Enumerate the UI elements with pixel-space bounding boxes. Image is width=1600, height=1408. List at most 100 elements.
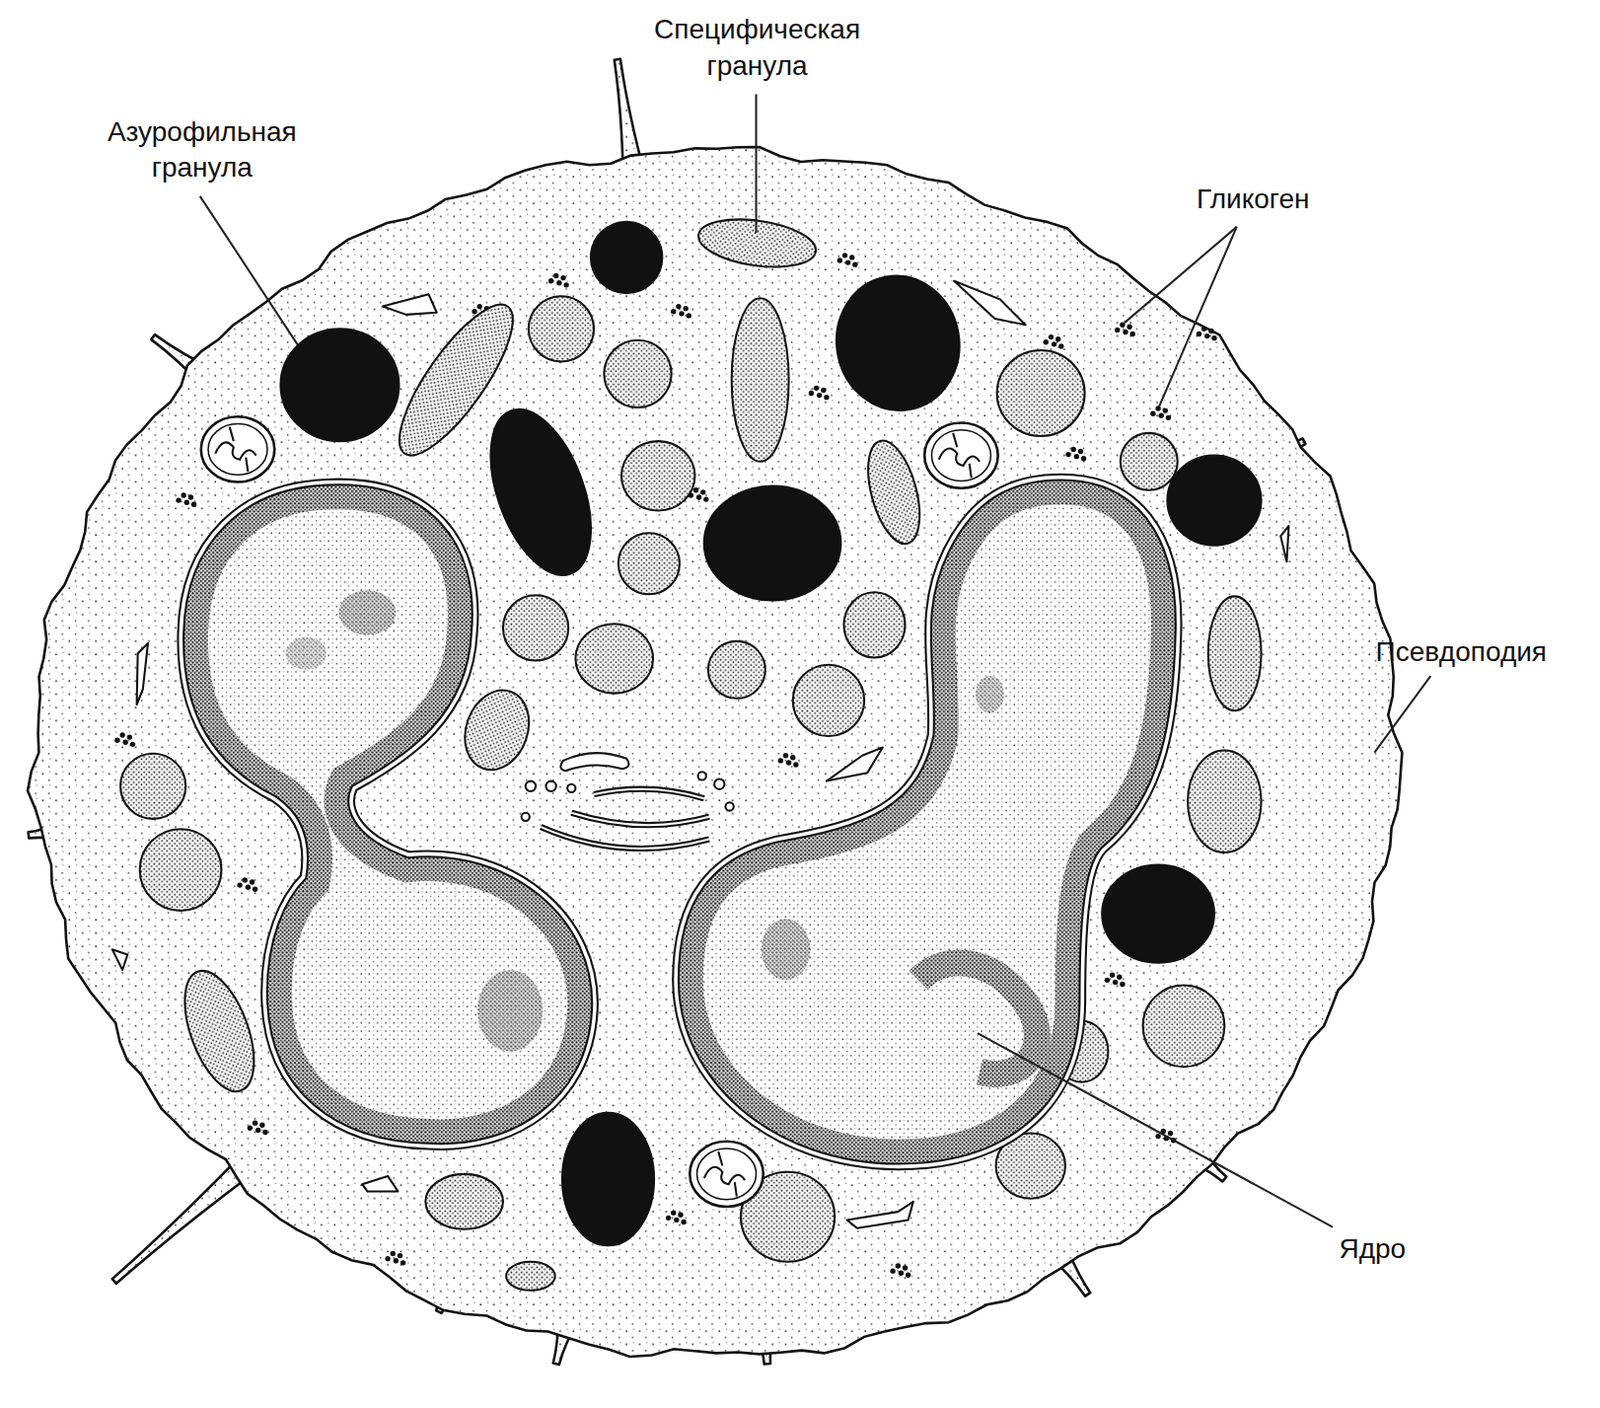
nucleus-lobe-right: [678, 479, 1176, 1164]
mitochondrion: [201, 416, 275, 482]
specific-granule: [503, 594, 569, 660]
glycogen-particle: [895, 1262, 901, 1268]
part-label: Псевдоподия: [1376, 634, 1547, 670]
glycogen-particle: [703, 496, 709, 502]
glycogen-particle: [813, 385, 819, 391]
specific-granule: [1143, 984, 1226, 1067]
specific-granule: [453, 680, 540, 779]
glycogen-particle: [130, 741, 136, 747]
glycogen-particle: [184, 500, 190, 506]
specific-granule: [603, 340, 671, 408]
glycogen-particle: [670, 308, 676, 314]
mitochondrion-cristae: [215, 427, 256, 473]
glycogen-particle: [808, 390, 814, 396]
vesicle: [953, 281, 1025, 325]
part-label: Гликоген: [1196, 181, 1310, 218]
specific-granule: [170, 961, 268, 1100]
glycogen-particle: [778, 757, 784, 763]
mitochondrion: [931, 430, 991, 482]
glycogen-particle: [390, 1250, 396, 1256]
glycogen-particle: [786, 759, 792, 765]
glycogen-particle: [889, 1267, 895, 1273]
glycogen-particle: [1078, 448, 1084, 454]
glycogen-particle: [188, 494, 194, 500]
glycogen-particle: [845, 259, 851, 265]
glycogen-particle: [1119, 322, 1125, 328]
glycogen-particle: [1167, 1130, 1173, 1136]
vesicle: [112, 948, 129, 970]
glycogen-particle: [1051, 341, 1057, 347]
glycogen-particle: [1109, 971, 1115, 977]
glycogen-particle: [393, 1257, 399, 1263]
specific-granule: [1187, 750, 1261, 853]
specific-granule: [621, 440, 695, 510]
mitochondrion: [924, 423, 998, 489]
glycogen-particle: [556, 280, 562, 286]
glycogen-particle: [119, 731, 125, 737]
glycogen-particle: [837, 257, 843, 263]
specific-granule: [843, 591, 905, 657]
specific-granule: [731, 297, 790, 462]
glycogen-particle: [563, 282, 569, 288]
glycogen-particle: [1043, 339, 1049, 345]
glycogen-particle: [902, 1264, 908, 1270]
glycogen-particle: [127, 733, 133, 739]
glycogen-particle: [898, 1270, 904, 1276]
glycogen-particle: [677, 1212, 683, 1218]
glycogen-particle: [262, 1129, 268, 1135]
glycogen-particle: [255, 1127, 261, 1133]
glycogen-particle: [560, 275, 566, 281]
glycogen-particle: [114, 737, 120, 743]
glycogen-particle: [1074, 453, 1080, 459]
glycogen-particle: [259, 1122, 265, 1128]
specific-granule: [528, 295, 594, 362]
glycogen-particle: [682, 305, 688, 311]
nucleus-lobe-left: [183, 484, 592, 1144]
glycogen-particle: [1116, 974, 1122, 980]
glycogen-particle: [665, 1215, 671, 1221]
glycogen-particle: [693, 487, 699, 493]
glycogen-particle: [675, 303, 681, 309]
azurophilic-granule: [704, 486, 842, 601]
glycogen-particle: [1058, 343, 1064, 349]
azurophilic-granule: [280, 328, 399, 441]
glycogen-particle: [1208, 328, 1214, 334]
mitochondrion: [208, 424, 268, 476]
glycogen-particle: [175, 497, 181, 503]
glycogen-particle: [1201, 326, 1207, 332]
glycogen-particle: [1211, 335, 1217, 341]
glycogen-particle: [1159, 413, 1164, 419]
glycogen-particle: [1163, 407, 1168, 413]
azurophilic-granule: [1101, 864, 1215, 962]
vesicle: [382, 293, 437, 315]
glycogen-particle: [191, 502, 197, 508]
glycogen-particle: [680, 1219, 686, 1225]
glycogen-particle: [397, 1252, 403, 1258]
glycogen-particle: [700, 489, 706, 495]
vesicle: [847, 1201, 914, 1229]
glycogen-particle: [181, 492, 187, 498]
glycogen-particle: [1055, 336, 1061, 342]
azurophilic-granule: [1166, 455, 1261, 546]
glycogen-particle: [696, 494, 702, 500]
specific-granule: [140, 828, 222, 911]
glycogen-particle: [1081, 455, 1087, 461]
glycogen-particle: [678, 310, 684, 316]
vesicle: [826, 746, 883, 781]
glycogen-particle: [252, 1119, 258, 1125]
glycogen-particle: [245, 883, 251, 889]
azurophilic-granule: [562, 1112, 655, 1245]
glycogen-particle: [852, 261, 858, 267]
azurophilic-granule: [590, 221, 662, 293]
mitochondrion-cristae: [939, 433, 980, 479]
specific-granule: [425, 1173, 504, 1230]
glycogen-particle: [1130, 331, 1136, 337]
glycogen-particle: [670, 1209, 676, 1215]
glycogen-particle: [1126, 324, 1132, 330]
glycogen-particle: [790, 754, 796, 760]
mitochondrion: [689, 1141, 763, 1207]
glycogen-particle: [548, 278, 554, 284]
vesicle: [362, 1175, 398, 1192]
specific-granule: [1120, 433, 1178, 491]
